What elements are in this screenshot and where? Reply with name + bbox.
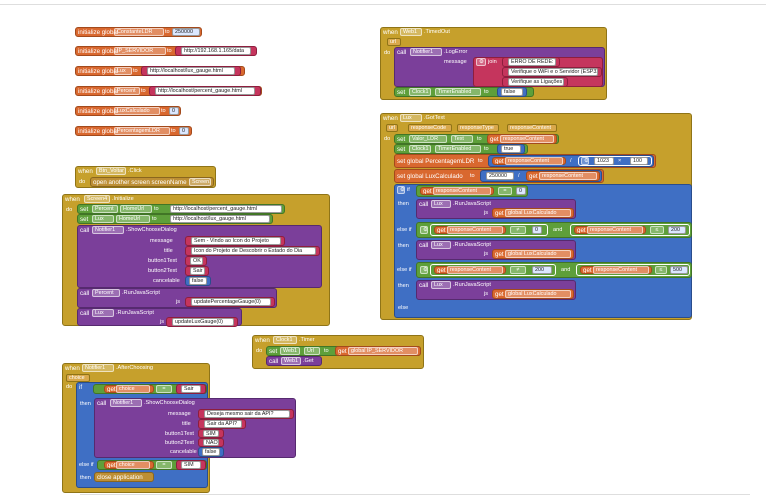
- global-name-field[interactable]: Percent: [114, 87, 140, 95]
- number-250000[interactable]: 250000: [172, 28, 200, 36]
- component-dropdown[interactable]: Screen4: [84, 195, 110, 203]
- text-value[interactable]: http://192.168.1.165/data: [181, 47, 251, 55]
- screen-name-value[interactable]: Screen1: [189, 178, 211, 186]
- global-name-field[interactable]: LuxCalculado: [114, 107, 160, 115]
- component-dropdown[interactable]: Btn_Voltar: [96, 167, 126, 175]
- text-value[interactable]: http://localhost/lux_gauge.html: [147, 67, 235, 75]
- global-block-percentagemldr[interactable]: initialize global: [75, 126, 192, 136]
- gear-icon[interactable]: ⚙: [476, 58, 486, 66]
- gear-icon[interactable]: ⚙: [397, 186, 405, 194]
- workspace-top-border: [0, 4, 766, 5]
- text-value[interactable]: http://localhost/percent_gauge.html: [155, 87, 255, 95]
- close-application-block[interactable]: close application: [94, 472, 154, 482]
- global-name-field[interactable]: Lux: [114, 67, 132, 75]
- global-name-field[interactable]: ConstanteLDR: [114, 28, 164, 36]
- gear-icon[interactable]: ⚙: [581, 157, 589, 165]
- workspace-scrollbar[interactable]: [80, 494, 750, 495]
- number-0[interactable]: 0: [169, 107, 179, 115]
- to-label: to: [165, 29, 170, 35]
- number-0[interactable]: 0: [179, 127, 189, 135]
- global-name-field[interactable]: IP_SERVIDOR: [114, 47, 166, 55]
- global-block-constanteldr[interactable]: initialize global: [75, 27, 202, 37]
- global-block-luxcalculado[interactable]: initialize global: [75, 106, 181, 116]
- global-name-field[interactable]: PercentagemLDR: [114, 127, 170, 135]
- gear-icon[interactable]: ⚙: [420, 226, 428, 234]
- keyword-initialize: initialize global: [78, 29, 119, 36]
- param-choice[interactable]: choice: [66, 374, 90, 382]
- gear-icon[interactable]: ⚙: [420, 266, 428, 274]
- call-notifier-showchoosedialog-exit[interactable]: call: [94, 398, 296, 458]
- open-another-screen-block[interactable]: open another screen screenName: [90, 177, 214, 187]
- set-clock1-timerenabled-false[interactable]: set: [394, 87, 534, 97]
